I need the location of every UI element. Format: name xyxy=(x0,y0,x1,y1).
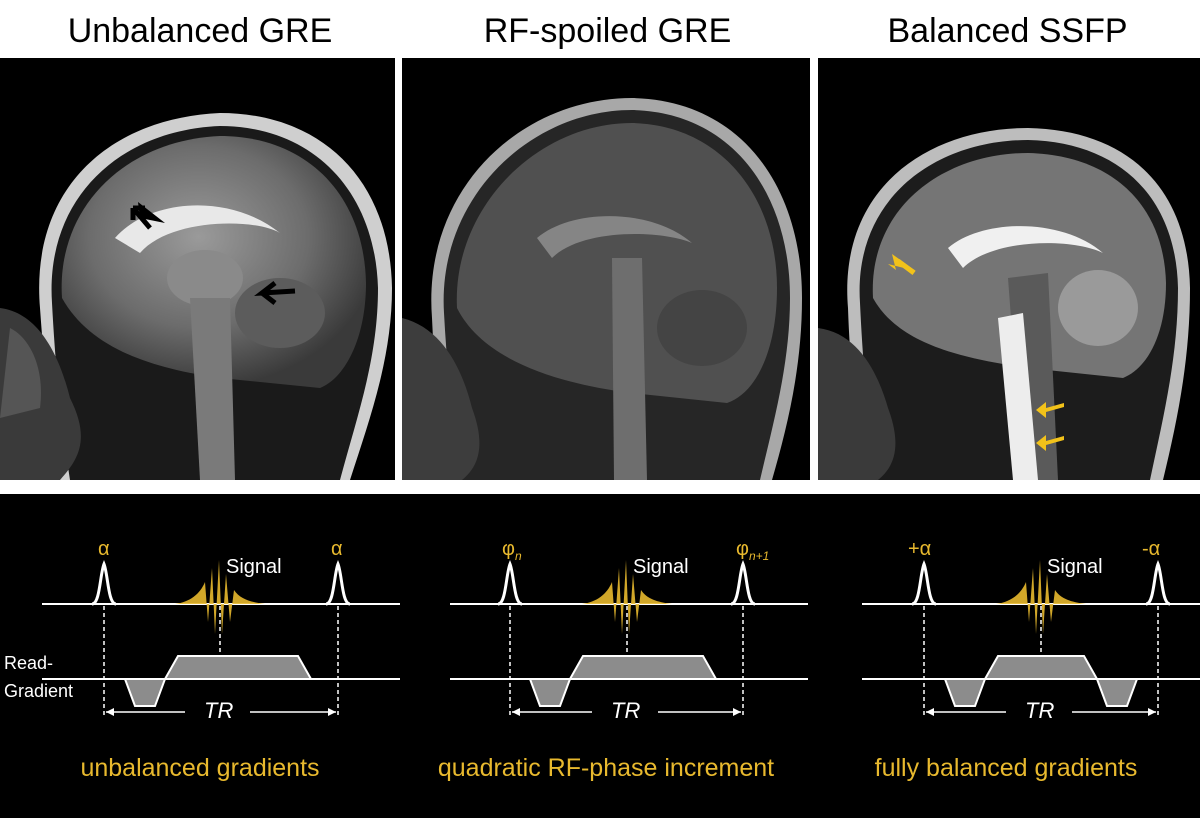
pulse-label-left-3: +α xyxy=(908,538,932,560)
sequence-diagram-unbalanced xyxy=(42,559,400,716)
pulse-label-left-2: φn xyxy=(502,538,522,563)
tr-label-1: TR xyxy=(204,698,234,723)
pulse-label-left-1: α xyxy=(98,538,110,560)
pulse-label-right-3: -α xyxy=(1142,538,1161,560)
signal-label-2: Signal xyxy=(633,556,689,578)
title-unbalanced-gre: Unbalanced GRE xyxy=(67,12,333,50)
caption-quadratic-rf-phase: quadratic RF-phase increment xyxy=(437,754,775,782)
title-balanced-ssfp: Balanced SSFP xyxy=(887,12,1128,50)
read-gradient-label-line1: Read- xyxy=(4,653,54,673)
signal-label-1: Signal xyxy=(226,556,282,578)
read-gradient-label-line2: Gradient xyxy=(4,681,74,701)
mri-image-unbalanced-gre xyxy=(0,58,395,480)
title-rf-spoiled-gre: RF-spoiled GRE xyxy=(483,12,732,50)
pulse-label-right-2: φn+1 xyxy=(736,538,770,563)
tr-label-2: TR xyxy=(611,698,641,723)
signal-label-3: Signal xyxy=(1047,556,1103,578)
pulse-sequence-diagram-panel xyxy=(0,494,1200,818)
caption-fully-balanced-gradients: fully balanced gradients xyxy=(874,754,1138,782)
sequence-diagram-rf-spoiled xyxy=(450,559,808,716)
pulse-label-right-1: α xyxy=(331,538,343,560)
tr-label-3: TR xyxy=(1025,698,1055,723)
caption-unbalanced-gradients: unbalanced gradients xyxy=(80,754,320,782)
sequence-diagram-balanced-ssfp xyxy=(862,559,1200,716)
mri-image-balanced-ssfp xyxy=(818,58,1200,480)
mri-image-rf-spoiled-gre xyxy=(402,58,810,480)
